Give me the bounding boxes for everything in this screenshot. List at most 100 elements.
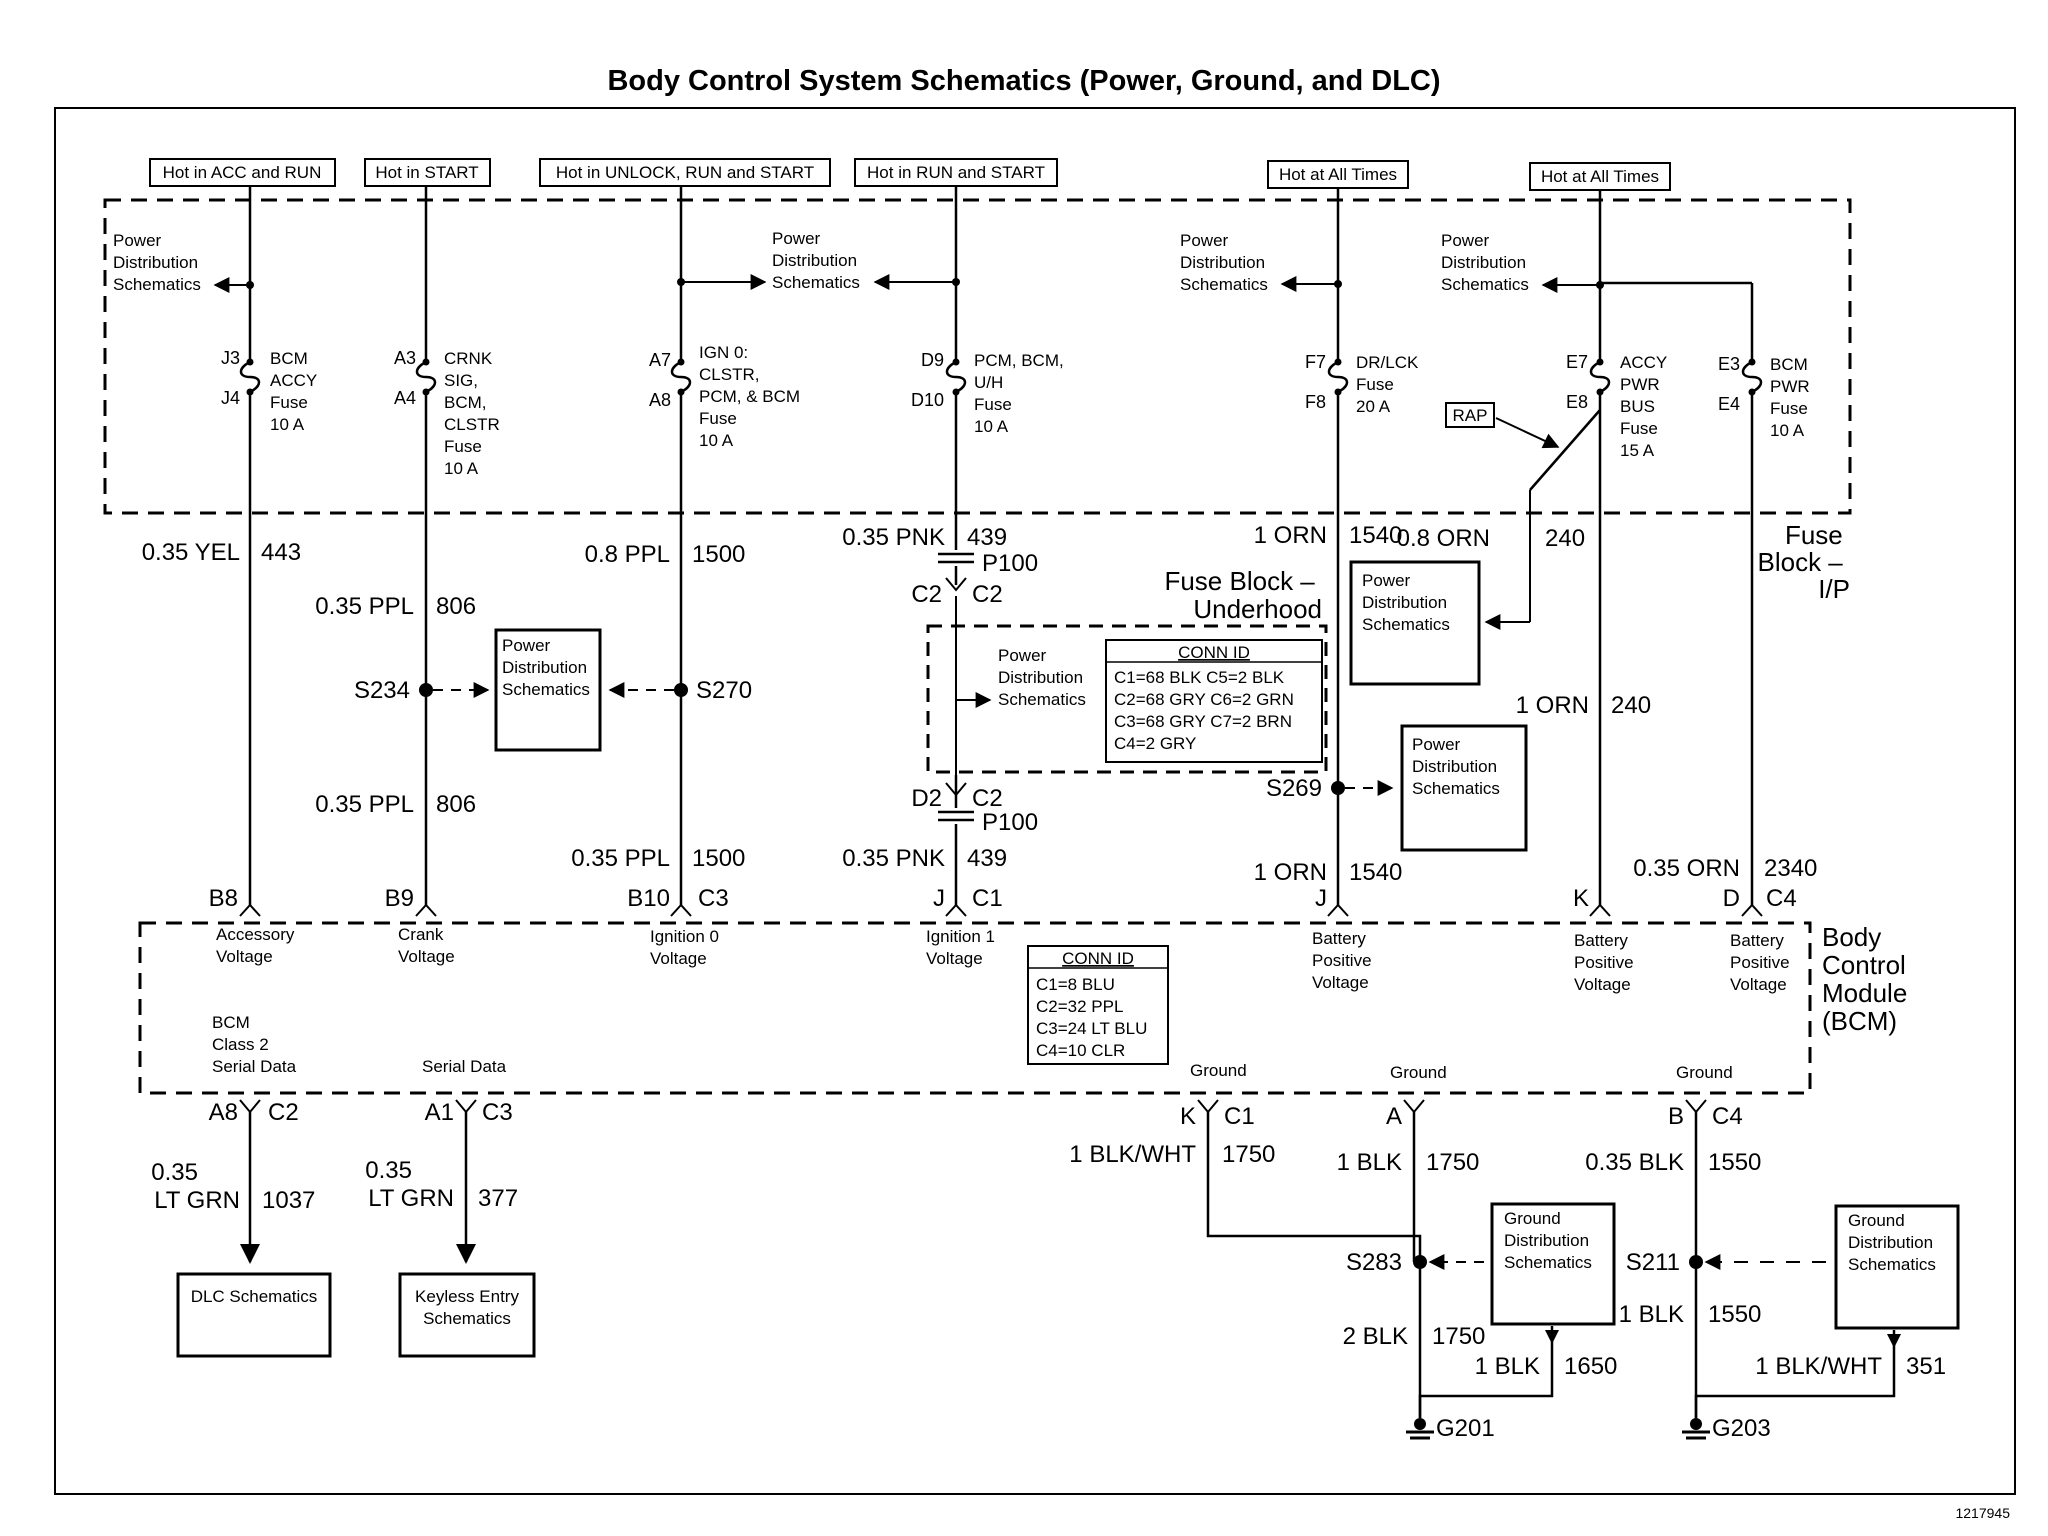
svg-text:0.8 PPL: 0.8 PPL — [585, 541, 670, 568]
wire-label-439-upper: 0.35 PNK 439 — [842, 524, 1007, 551]
svg-text:C3: C3 — [698, 885, 729, 912]
svg-text:C3: C3 — [482, 1099, 513, 1126]
bcm-bottom-pin-labels: A8 C2 A1 C3 K C1 A B C4 — [209, 1099, 1743, 1130]
splice-s270: S270 — [608, 677, 752, 704]
svg-text:1750: 1750 — [1426, 1149, 1479, 1176]
svg-text:Serial Data: Serial Data — [422, 1057, 507, 1076]
connector-p100-lower: D2 C2 P100 — [911, 782, 1038, 836]
svg-text:240: 240 — [1611, 692, 1651, 719]
bcm-bottom-pins — [239, 1099, 1707, 1114]
svg-text:A: A — [1386, 1103, 1402, 1130]
svg-text:D: D — [1723, 885, 1740, 912]
svg-text:1540: 1540 — [1349, 522, 1402, 549]
svg-text:A3: A3 — [394, 348, 416, 368]
wire-lines — [248, 186, 1754, 905]
splice-s211: S211 — [1626, 1249, 1826, 1276]
hot-label-all-times-1: Hot at All Times — [1267, 160, 1409, 189]
wire-label-443: 0.35 YEL 443 — [142, 539, 301, 566]
wire-label-240-lower: 1 ORN 240 — [1516, 692, 1651, 719]
wire-label-240-upper: 0.8 ORN 240 — [1397, 525, 1585, 552]
wire-label-377: 0.35 LT GRN 377 — [365, 1157, 518, 1212]
svg-text:J: J — [1315, 885, 1327, 912]
svg-text:S270: S270 — [696, 677, 752, 704]
bcm-title: Body Control Module (BCM) — [1822, 922, 1915, 1036]
wire-label-1750-blk: 1 BLK 1750 — [1337, 1149, 1480, 1176]
wire-label-1540-upper: 1 ORN 1540 — [1254, 522, 1403, 549]
svg-text:B: B — [1668, 1103, 1684, 1130]
svg-text:C1: C1 — [1224, 1103, 1255, 1130]
svg-text:1550: 1550 — [1708, 1149, 1761, 1176]
svg-text:1 BLK: 1 BLK — [1475, 1353, 1540, 1380]
svg-text:Hot in RUN and START: Hot in RUN and START — [867, 163, 1045, 182]
svg-text:C1: C1 — [972, 885, 1003, 912]
wire-label-1540-lower: 1 ORN 1540 — [1254, 859, 1403, 886]
svg-text:LT GRN: LT GRN — [368, 1185, 454, 1212]
svg-text:F8: F8 — [1305, 392, 1326, 412]
wire-label-1500-upper: 0.8 PPL 1500 — [585, 541, 746, 568]
svg-text:S211: S211 — [1626, 1249, 1680, 1276]
ground-g201: G201 — [1406, 1415, 1495, 1442]
svg-text:377: 377 — [478, 1185, 518, 1212]
svg-text:1 ORN: 1 ORN — [1254, 522, 1327, 549]
svg-text:1 BLK/WHT: 1 BLK/WHT — [1755, 1353, 1882, 1380]
svg-text:0.35 PNK: 0.35 PNK — [842, 524, 945, 551]
svg-text:E8: E8 — [1566, 392, 1588, 412]
svg-text:1 BLK/WHT: 1 BLK/WHT — [1069, 1141, 1196, 1168]
wire-label-1500-lower: 0.35 PPL 1500 — [571, 845, 745, 872]
connector-p100-upper: P100 C2 C2 — [911, 550, 1038, 608]
svg-text:1 BLK: 1 BLK — [1337, 1149, 1402, 1176]
svg-text:F7: F7 — [1305, 352, 1326, 372]
svg-text:CONN ID: CONN ID — [1062, 949, 1134, 968]
svg-text:1037: 1037 — [262, 1187, 315, 1214]
dlc-schematics-box: DLC Schematics — [176, 1272, 332, 1358]
svg-text:1650: 1650 — [1564, 1353, 1617, 1380]
fuse-symbols — [239, 360, 1763, 394]
serial-data-wires — [240, 1112, 476, 1264]
svg-text:C2: C2 — [972, 785, 1003, 812]
wire-label-1750-2blk: 2 BLK 1750 — [1343, 1323, 1486, 1350]
gds-up-arrows — [1545, 1330, 1901, 1348]
rap-box: RAP — [1445, 402, 1560, 449]
svg-text:D10: D10 — [911, 390, 944, 410]
bcm-top-pin-labels: B8 B9 B10 C3 J C1 J K D C4 — [209, 885, 1797, 912]
svg-text:Hot at All Times: Hot at All Times — [1279, 165, 1397, 184]
figure-id: 1217945 — [1955, 1505, 2010, 1521]
svg-text:C2: C2 — [972, 581, 1003, 608]
wire-label-1037: 0.35 LT GRN 1037 — [151, 1159, 315, 1214]
bcm-border — [138, 921, 1812, 1095]
page-title: Body Control System Schematics (Power, G… — [607, 65, 1440, 97]
svg-text:C4: C4 — [1766, 885, 1797, 912]
svg-text:0.8 ORN: 0.8 ORN — [1397, 525, 1490, 552]
svg-text:E4: E4 — [1718, 394, 1740, 414]
wire-label-351: 1 BLK/WHT 351 — [1755, 1353, 1946, 1380]
svg-text:1500: 1500 — [692, 541, 745, 568]
wire-label-1650: 1 BLK 1650 — [1475, 1353, 1618, 1380]
svg-text:CONN ID: CONN ID — [1178, 643, 1250, 662]
rap-pds-link — [1484, 490, 1531, 630]
fuse-block-ip-label: Fuse Block – I/P — [1758, 520, 1851, 604]
svg-text:Hot in UNLOCK, RUN and START: Hot in UNLOCK, RUN and START — [556, 163, 814, 182]
hot-label-unlock-run-start: Hot in UNLOCK, RUN and START — [539, 158, 831, 187]
svg-text:RAP: RAP — [1453, 406, 1488, 425]
svg-text:D2: D2 — [911, 785, 942, 812]
